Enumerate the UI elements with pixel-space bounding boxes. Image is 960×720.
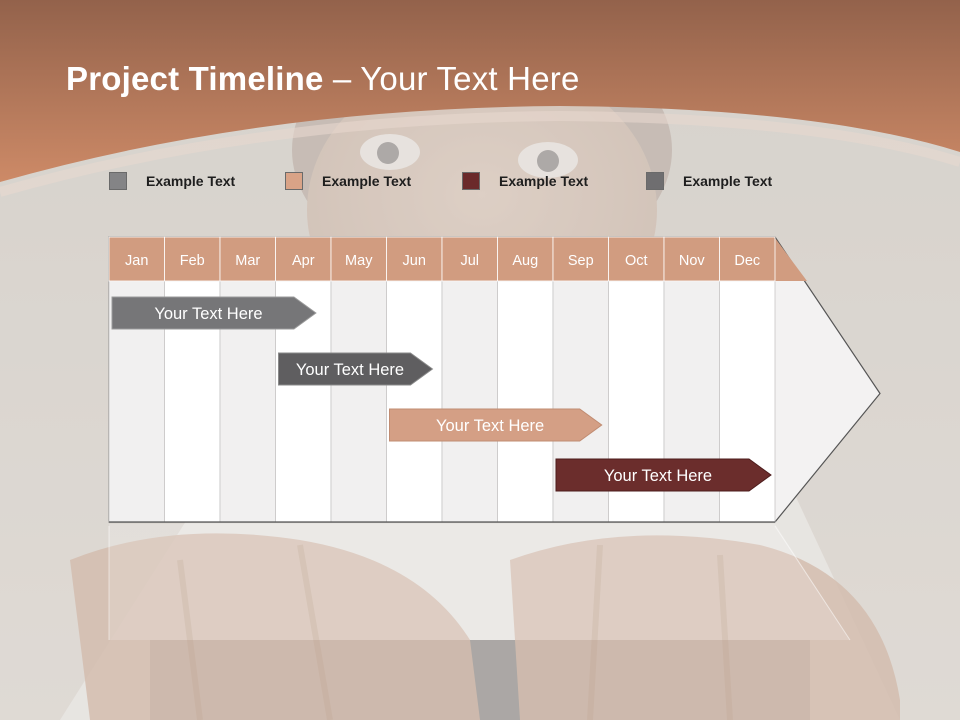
month-header-cell xyxy=(663,236,720,282)
task-bar-shape xyxy=(555,458,772,492)
month-label-jul: Jul xyxy=(460,253,479,269)
reflection-edge xyxy=(774,525,851,641)
month-label-may: May xyxy=(345,253,373,269)
month-label-jun: Jun xyxy=(403,253,426,269)
month-label-mar: Mar xyxy=(235,253,260,269)
month-header-cell xyxy=(441,236,498,282)
task-bar-3: Your Text Here xyxy=(389,408,603,442)
task-bar-4: Your Text Here xyxy=(555,458,772,492)
month-header-cell xyxy=(164,236,221,282)
legend-swatch xyxy=(285,172,303,190)
task-bar-label: Your Text Here xyxy=(296,361,404,379)
month-label-oct: Oct xyxy=(625,253,648,269)
legend-item-2: Example Text xyxy=(285,170,411,192)
month-label-feb: Feb xyxy=(180,253,205,269)
task-bar-label: Your Text Here xyxy=(604,467,712,485)
task-bar-label: Your Text Here xyxy=(436,417,544,435)
month-column xyxy=(386,280,443,523)
task-bar-shape xyxy=(389,408,603,442)
legend-swatch xyxy=(462,172,480,190)
header-band xyxy=(0,0,960,197)
title-bold: Project Timeline xyxy=(66,60,324,97)
legend-item-3: Example Text xyxy=(462,170,588,192)
legend-label: Example Text xyxy=(146,173,236,189)
legend-item-4: Example Text xyxy=(646,170,772,192)
title-rest: – Your Text Here xyxy=(323,60,580,97)
chart-reflection xyxy=(108,524,851,641)
month-header-cell xyxy=(719,236,776,282)
legend-swatch xyxy=(109,172,127,190)
month-label-dec: Dec xyxy=(734,253,760,269)
legend-label: Example Text xyxy=(683,173,773,189)
task-bar-2: Your Text Here xyxy=(278,352,434,386)
month-label-apr: Apr xyxy=(292,253,315,269)
legend-item-1: Example Text xyxy=(109,170,235,192)
month-column xyxy=(497,280,554,523)
month-label-aug: Aug xyxy=(512,253,538,269)
month-column xyxy=(441,280,498,523)
month-header-cell xyxy=(608,236,665,282)
legend-label: Example Text xyxy=(499,173,589,189)
month-label-nov: Nov xyxy=(679,253,706,269)
month-columns xyxy=(108,236,776,523)
task-bar-shape xyxy=(278,352,434,386)
month-header-cell xyxy=(108,236,165,282)
month-column xyxy=(330,280,387,523)
legend-swatch xyxy=(646,172,664,190)
month-header-cell xyxy=(275,236,332,282)
arrow-header-tip xyxy=(770,238,807,281)
month-labels: Jan Feb Mar Apr May Jun Jul Aug Sep Oct Nov Dec xyxy=(125,253,760,269)
task-bar-shape xyxy=(111,296,317,330)
task-bar-label: Your Text Here xyxy=(154,305,262,323)
legend-label: Example Text xyxy=(322,173,412,189)
month-header-cell xyxy=(219,236,276,282)
slide-title: Project Timeline – Your Text Here xyxy=(66,60,580,98)
reflection-shape xyxy=(109,524,850,640)
month-label-jan: Jan xyxy=(125,253,148,269)
task-bar-1: Your Text Here xyxy=(111,296,317,330)
month-label-sep: Sep xyxy=(568,253,594,269)
